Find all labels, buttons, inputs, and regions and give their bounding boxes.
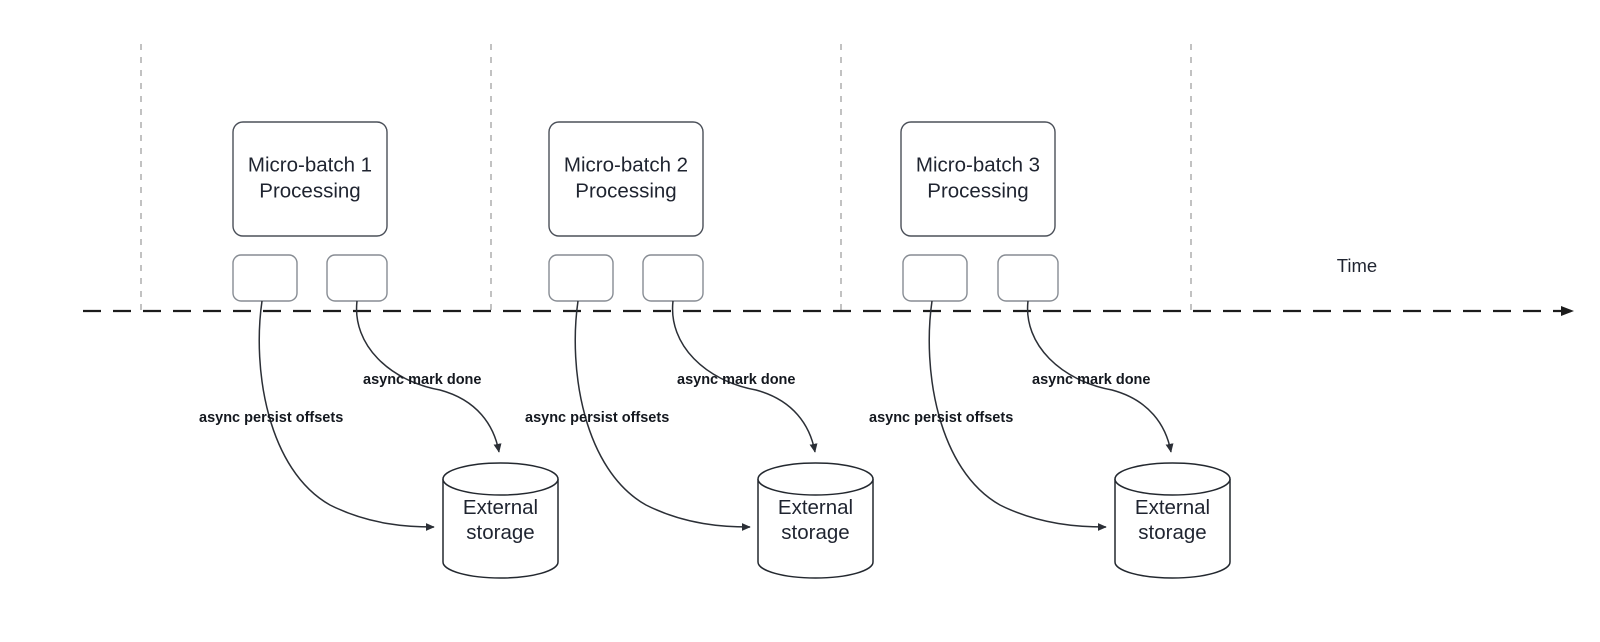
external-storage-cylinder-body[interactable] xyxy=(442,479,559,579)
async-persist-offsets-label: async persist offsets xyxy=(869,410,1013,426)
async-mark-done-connector xyxy=(671,300,818,453)
tick-persist-box[interactable] xyxy=(232,254,298,302)
async-persist-offsets-label: async persist offsets xyxy=(199,410,343,426)
async-persist-offsets-connector xyxy=(928,300,1107,531)
external-storage-cylinder-top xyxy=(757,462,874,496)
async-persist-offsets-connector xyxy=(574,300,751,531)
external-storage-cylinder-body[interactable] xyxy=(757,479,874,579)
async-mark-done-label: async mark done xyxy=(677,372,795,388)
tick-persist-box[interactable] xyxy=(548,254,614,302)
external-storage-cylinder-top xyxy=(442,462,559,496)
async-mark-done-label: async mark done xyxy=(1032,372,1150,388)
microbatch-box-label-line2: Processing xyxy=(259,179,360,202)
external-storage-label-line1: External xyxy=(463,496,538,519)
microbatch-box-label-line1: Micro-batch 1 xyxy=(248,153,372,176)
external-storage-cylinder-body[interactable] xyxy=(1114,479,1231,579)
tick-persist-box[interactable] xyxy=(902,254,968,302)
async-persist-offsets-label: async persist offsets xyxy=(525,410,669,426)
async-persist-offsets-connector xyxy=(258,300,435,531)
async-mark-done-label: async mark done xyxy=(363,372,481,388)
external-storage-label-line2: storage xyxy=(1138,521,1206,544)
microbatch-box[interactable] xyxy=(900,121,1056,237)
groups-layer: Micro-batch 1ProcessingExternalstorageas… xyxy=(199,121,1231,579)
external-storage-label-line1: External xyxy=(1135,496,1210,519)
tick-mark-done-box[interactable] xyxy=(997,254,1059,302)
async-mark-done-connector xyxy=(1026,300,1174,453)
time-axis-label-layer: Time xyxy=(1337,255,1377,276)
lifelines-layer xyxy=(140,44,1192,311)
external-storage-cylinder-top xyxy=(1114,462,1231,496)
microbatch-box-label-line1: Micro-batch 3 xyxy=(916,153,1040,176)
tick-mark-done-box[interactable] xyxy=(642,254,704,302)
microbatch-box[interactable] xyxy=(548,121,704,237)
microbatch-box-label-line1: Micro-batch 2 xyxy=(564,153,688,176)
external-storage-label-line2: storage xyxy=(781,521,849,544)
async-mark-done-connector xyxy=(355,300,502,453)
microbatch-box-label-line2: Processing xyxy=(575,179,676,202)
microbatch-box-label-line2: Processing xyxy=(927,179,1028,202)
microbatch-box[interactable] xyxy=(232,121,388,237)
external-storage-label-line2: storage xyxy=(466,521,534,544)
tick-mark-done-box[interactable] xyxy=(326,254,388,302)
external-storage-label-line1: External xyxy=(778,496,853,519)
time-axis-label: Time xyxy=(1337,255,1377,276)
